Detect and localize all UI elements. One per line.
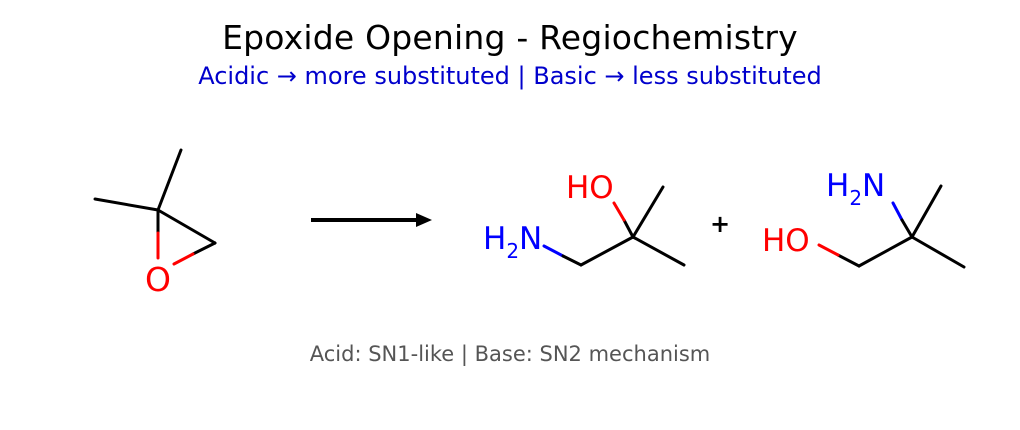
epoxide-oxygen-label: O [145, 260, 171, 299]
bond-c-oh-red [612, 201, 626, 222]
product-1-hydroxyl-label: HO [566, 170, 614, 206]
bond-c-methyl-up [631, 185, 665, 239]
product-2-amine-subscript: 2 [849, 186, 862, 210]
product-2-hydroxyl-label: HO [762, 223, 810, 259]
page-subtitle: Acidic → more substituted | Basic → less… [198, 62, 822, 90]
bond-n-ch2-black [561, 254, 583, 267]
bond-c-n-black [900, 218, 914, 239]
bond-methyl-1 [93, 197, 160, 212]
page-title: Epoxide Opening - Regiochemistry [222, 18, 798, 57]
product-1-amine-label: H2N [483, 221, 542, 263]
reaction-arrow [311, 213, 432, 227]
bond-methyl-2 [156, 148, 183, 212]
bond-c-ch2 [857, 235, 914, 268]
bond-ch2-o-red [817, 243, 840, 257]
product-2-amine-label: H2N [826, 168, 885, 210]
product-1-amine-h: H [483, 221, 506, 257]
bond-n-ch2-blue [542, 244, 565, 258]
bond-c-oh-black [622, 218, 635, 239]
bond-c-n-blue [891, 201, 904, 222]
bond-ring-c-o-right-black [191, 241, 217, 256]
bond-ring-cc [156, 208, 217, 245]
arrow-head [416, 213, 432, 227]
mechanism-caption: Acid: SN1-like | Base: SN2 mechanism [309, 342, 711, 366]
product-2-amine-n: N [862, 168, 885, 204]
product-1-amine-n: N [519, 221, 542, 257]
bond-ch2-o-black [836, 253, 861, 268]
product-1-amine-subscript: 2 [506, 239, 519, 263]
product-2-amine-h: H [826, 168, 849, 204]
plus-sign: + [710, 210, 730, 238]
bond-c-methyl-right-2 [910, 235, 966, 269]
reactant-epoxide: O [93, 148, 217, 299]
bond-c-methyl-right [631, 235, 686, 267]
bond-ch2-c [579, 235, 635, 267]
bond-ring-c-o-right-red [172, 252, 195, 266]
product-2: H2N HO [762, 168, 966, 269]
product-1: H2N HO [483, 170, 686, 267]
bond-c-methyl-up-2 [910, 184, 943, 239]
